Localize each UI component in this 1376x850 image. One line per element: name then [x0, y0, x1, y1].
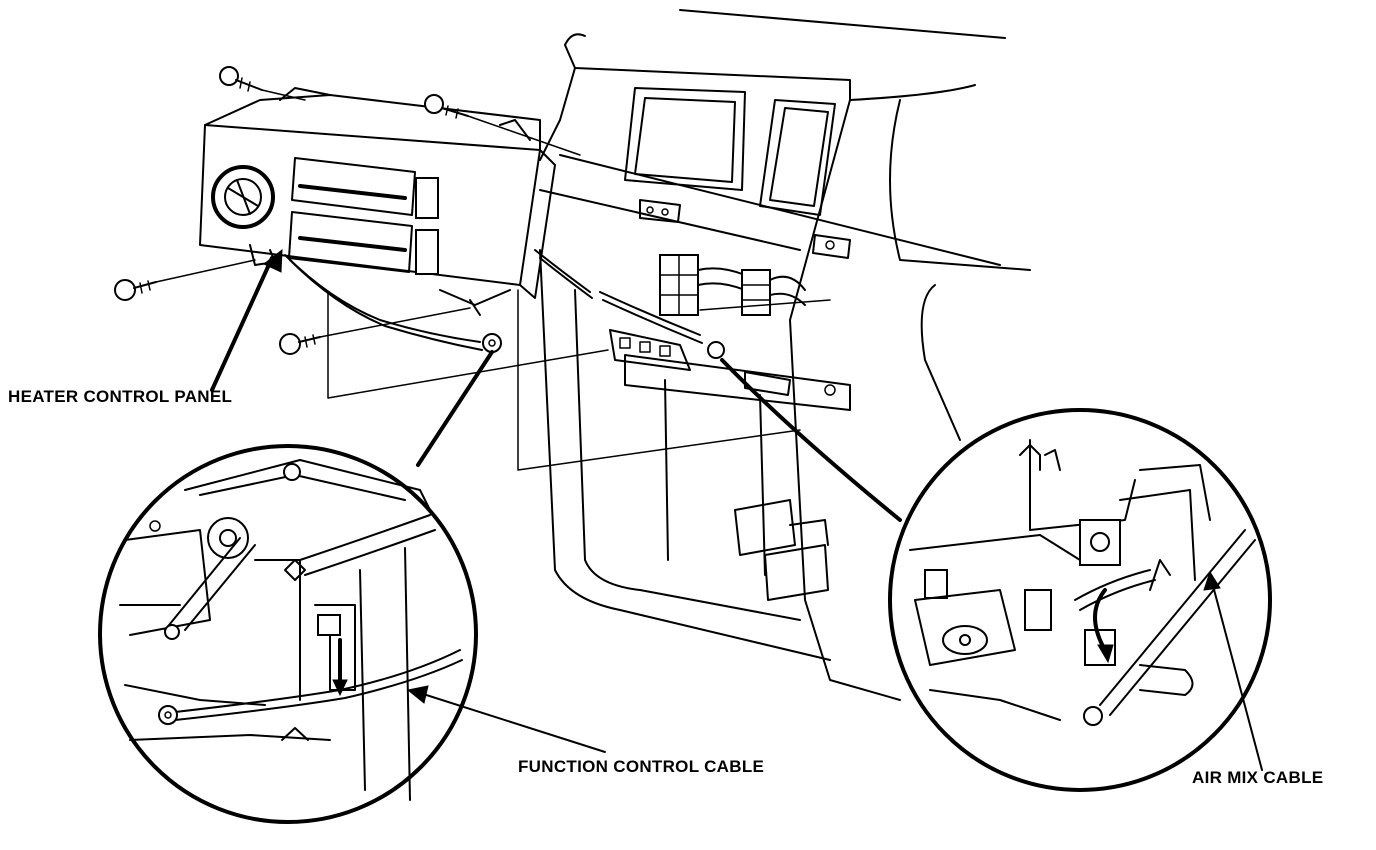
label-pointers	[210, 248, 1263, 771]
center-vents	[624, 87, 851, 259]
screw-lower-icon	[279, 307, 471, 355]
alignment-lines	[327, 289, 831, 471]
heater-control-panel-label: HEATER CONTROL PANEL	[8, 387, 233, 406]
lower-console-blocks	[734, 499, 829, 601]
function-control-cable-label: FUNCTION CONTROL CABLE	[518, 757, 765, 776]
air-mix-cable-detail	[888, 408, 1272, 792]
heater-control-panel	[199, 87, 556, 316]
function-cable-detail	[98, 444, 478, 824]
mounting-screws	[114, 66, 581, 355]
callout-leaders	[416, 350, 902, 522]
screw-top-center-icon	[424, 94, 581, 156]
screw-top-left-icon	[219, 66, 306, 101]
screw-left-icon	[114, 259, 256, 301]
wiring-connectors	[609, 254, 851, 576]
dashboard-outline	[539, 9, 1031, 701]
air-mix-cable-label: AIR MIX CABLE	[1192, 768, 1324, 787]
